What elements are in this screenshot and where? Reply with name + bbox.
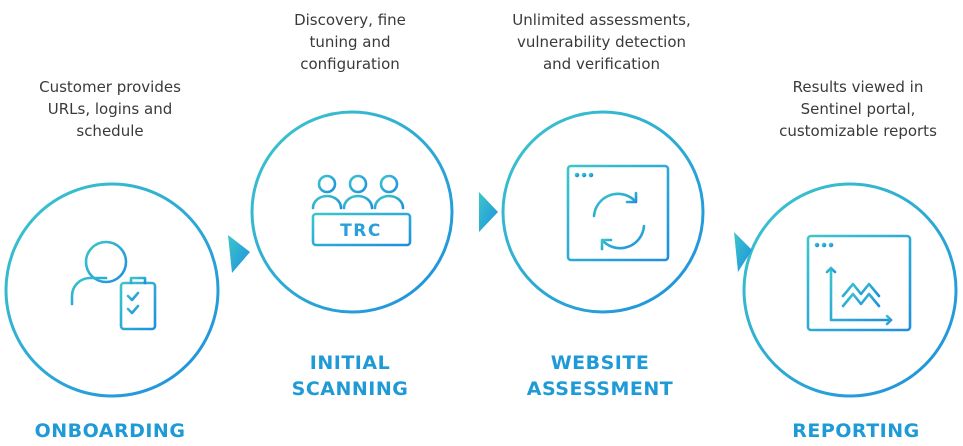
user-clipboard-icon: [70, 240, 157, 331]
step-4-title: REPORTING: [792, 420, 920, 442]
step-3-title: WEBSITE ASSESSMENT: [526, 352, 674, 400]
arrow-2-icon: [479, 192, 498, 232]
arrow-1-icon: [228, 235, 250, 273]
step-1-title: ONBOARDING: [34, 420, 186, 442]
trc-badge-label: TRC: [340, 221, 382, 241]
browser-refresh-icon: [566, 164, 670, 262]
step-3-circle: [501, 110, 705, 314]
team-icon: [311, 174, 412, 247]
step-2-title: INITIAL SCANNING: [291, 352, 409, 400]
step-4-description: Results viewed in Sentinel portal, custo…: [779, 78, 937, 140]
step-1-circle: [4, 182, 220, 398]
arrow-3-icon: [734, 232, 752, 272]
step-2-circle: [250, 110, 454, 314]
step-1-description: Customer provides URLs, logins and sched…: [39, 78, 181, 140]
step-4-circle: [742, 182, 958, 398]
step-2-description: Discovery, fine tuning and configuration: [294, 11, 406, 73]
browser-chart-icon: [806, 234, 912, 332]
step-3-description: Unlimited assessments, vulnerability det…: [512, 11, 691, 73]
